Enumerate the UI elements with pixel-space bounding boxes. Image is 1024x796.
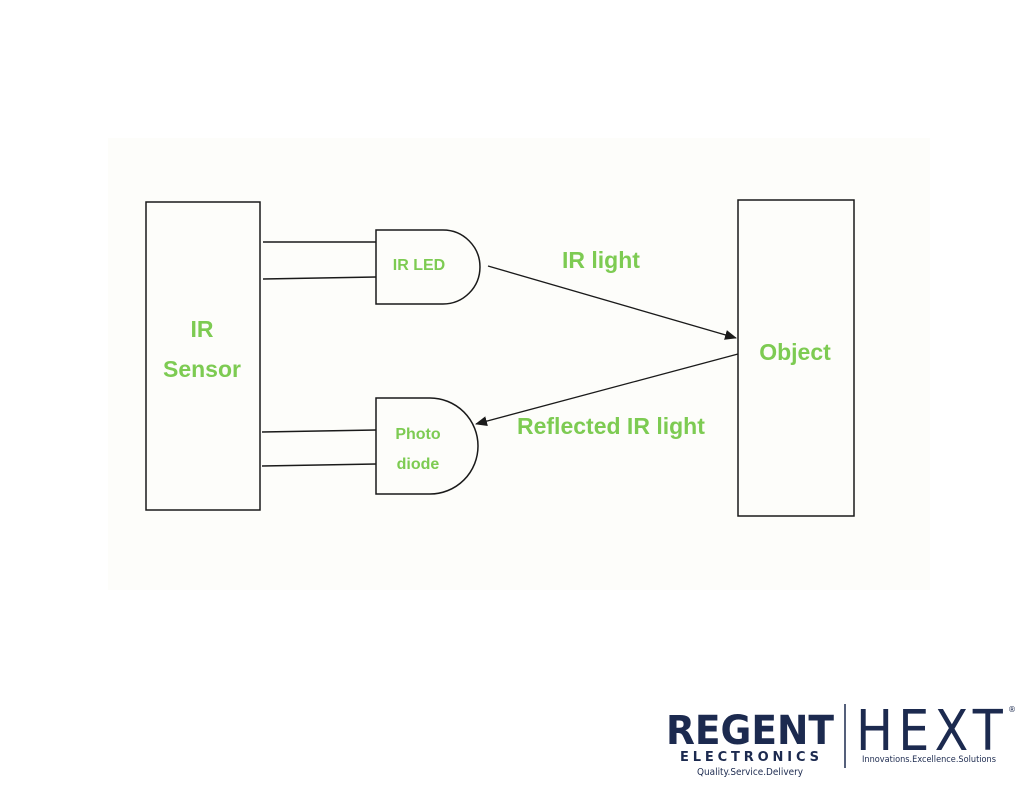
electronics-wordmark: ELECTRONICS: [680, 750, 822, 765]
wire-sensor-photodiode-top: [261, 429, 377, 433]
object-box: [737, 199, 855, 517]
ir-led-label: IR LED: [393, 257, 445, 274]
regent-tagline: Quality.Service.Delivery: [697, 767, 803, 778]
object-node: Object: [737, 199, 855, 517]
diagram-panel: [108, 138, 930, 590]
ir-sensor-label-line1: IR: [191, 316, 214, 342]
photodiode-label-line2: diode: [397, 456, 440, 473]
company-logo: REGENT ELECTRONICS Quality.Service.Deliv…: [666, 699, 1016, 778]
registered-mark: ®: [1008, 705, 1016, 714]
photodiode-label-line1: Photo: [395, 426, 441, 443]
ir-led-node: IR LED: [375, 229, 481, 305]
ir-sensor-node: IR Sensor: [145, 201, 261, 511]
regent-wordmark: REGENT: [666, 708, 835, 754]
emitted-ir-arrow: [487, 265, 737, 340]
emitted-ir-label: IR light: [562, 247, 640, 273]
photodiode-shape: [375, 397, 479, 495]
ir-sensor-box: [145, 201, 261, 511]
hext-tagline: Innovations.Excellence.Solutions: [862, 755, 997, 765]
ir-led-shape: [375, 229, 481, 305]
object-label: Object: [759, 339, 831, 365]
wire-sensor-photodiode-bottom: [261, 463, 377, 467]
wire-sensor-led-bottom: [262, 276, 377, 280]
reflected-ir-label: Reflected IR light: [517, 413, 705, 439]
photodiode-node: Photo diode: [375, 397, 479, 495]
ir-sensor-label-line2: Sensor: [163, 356, 241, 382]
hext-wordmark: HEXT: [856, 699, 1008, 764]
reflected-ir-arrow: [475, 353, 739, 426]
